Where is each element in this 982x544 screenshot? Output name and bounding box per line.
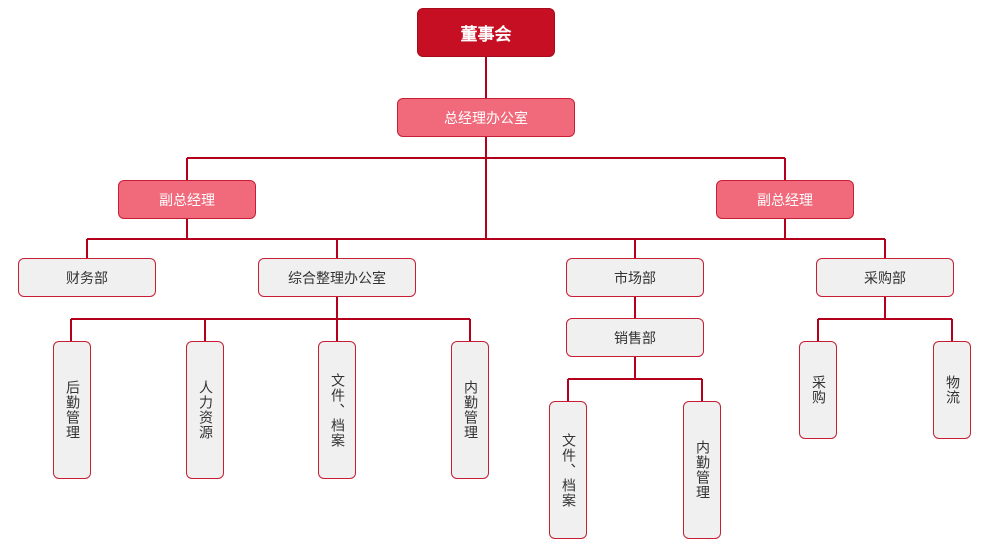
procurement-dept-node: 采购部 [816,258,954,297]
deputy-gm-left-node: 副总经理 [118,180,256,219]
purchase-node: 采购 [799,341,837,439]
sales-dept-node: 销售部 [566,318,704,357]
marketing-dept-node: 市场部 [566,258,704,297]
hr-node: 人力资源 [186,341,224,479]
docs-archive-admin-node: 文件、档案 [318,341,356,479]
finance-dept-node: 财务部 [18,258,156,297]
admin-office-node: 综合整理办公室 [258,258,416,297]
internal-admin-node: 内勤管理 [451,341,489,479]
docs-archive-sales-node: 文件、档案 [549,401,587,539]
logistics-node: 后勤管理 [53,341,91,479]
deputy-gm-right-node: 副总经理 [716,180,854,219]
board-node: 董事会 [417,8,555,57]
gm-office-node: 总经理办公室 [397,98,575,137]
internal-sales-node: 内勤管理 [683,401,721,539]
logistics-flow-node: 物流 [933,341,971,439]
